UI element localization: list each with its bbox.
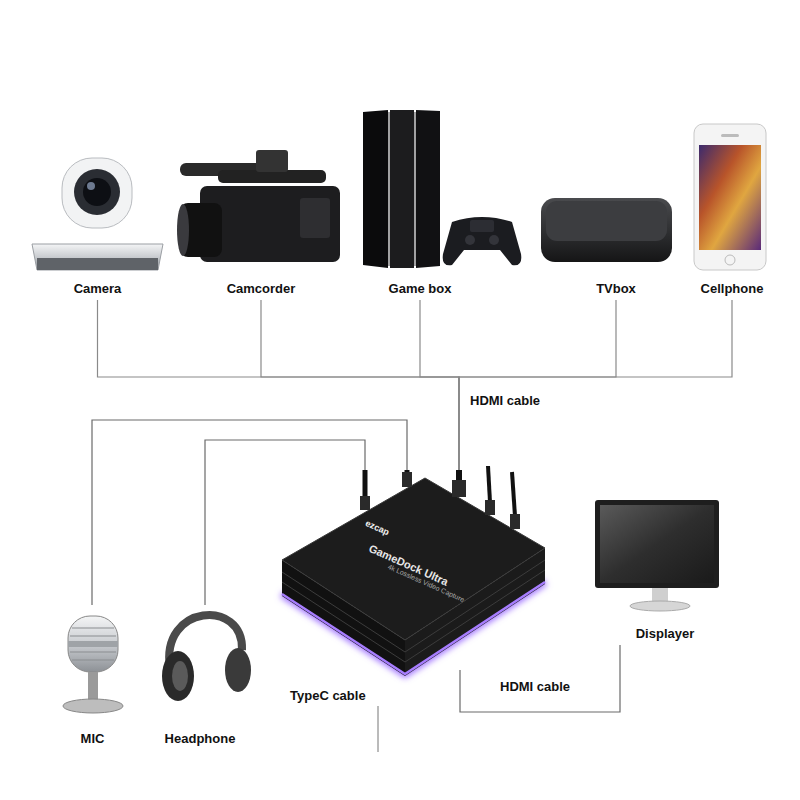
mic-base bbox=[63, 699, 123, 713]
camera-lens bbox=[74, 169, 120, 215]
device-label: Displayer bbox=[636, 626, 695, 641]
mic-band bbox=[68, 641, 118, 647]
plug bbox=[452, 480, 466, 497]
cable-connector bbox=[459, 300, 732, 470]
cable-connector bbox=[460, 645, 620, 712]
device-label-box: Displayer bbox=[600, 495, 730, 645]
cable-label: TypeC cable bbox=[290, 688, 366, 703]
controller-stick bbox=[465, 235, 475, 245]
plug bbox=[402, 472, 412, 487]
headphone-pad bbox=[172, 661, 188, 691]
mic-capsule bbox=[68, 616, 118, 672]
camera-base-front bbox=[37, 258, 158, 270]
device-label: Cellphone bbox=[701, 281, 764, 296]
camera-head bbox=[62, 158, 132, 228]
tv-box bbox=[541, 198, 672, 262]
device-label: MIC bbox=[81, 731, 105, 746]
device-label-box: Camcorder bbox=[176, 150, 346, 300]
device-label: Headphone bbox=[165, 731, 236, 746]
cable-label: HDMI cable bbox=[470, 393, 540, 408]
console-slab bbox=[416, 110, 440, 268]
plug bbox=[360, 496, 370, 510]
tvbox-top bbox=[546, 201, 667, 241]
monitor-neck bbox=[652, 588, 668, 602]
phone-body bbox=[694, 124, 766, 270]
device-label-box: Cellphone bbox=[687, 118, 777, 300]
device-label-box: Game box bbox=[345, 105, 495, 300]
cable-connector bbox=[205, 440, 365, 605]
headphone bbox=[162, 615, 251, 701]
monitor-screen bbox=[600, 505, 714, 583]
mic-grille bbox=[70, 652, 116, 653]
cable-connector bbox=[98, 300, 460, 470]
cable-connector bbox=[459, 300, 616, 470]
plug bbox=[485, 500, 495, 515]
device-label-box: Camera bbox=[25, 150, 170, 300]
controller bbox=[443, 217, 522, 265]
cable-label: HDMI cable bbox=[500, 679, 570, 694]
phone-screen bbox=[699, 145, 761, 250]
product-name: GameDock Ultra bbox=[367, 542, 450, 589]
cellphone bbox=[694, 124, 766, 270]
mic-grille bbox=[70, 636, 116, 637]
camcorder-lens-front bbox=[177, 204, 189, 256]
monitor-base bbox=[630, 601, 690, 611]
cable-connector bbox=[420, 300, 459, 470]
device-label: Camera bbox=[74, 281, 122, 296]
plug bbox=[510, 514, 520, 529]
controller-stick bbox=[489, 235, 499, 245]
mic-stem bbox=[88, 672, 98, 700]
camcorder-panel bbox=[300, 198, 330, 238]
cable-connector bbox=[92, 420, 407, 605]
mic-grille bbox=[72, 628, 114, 629]
phone-button bbox=[725, 255, 735, 265]
headphone-cup bbox=[225, 648, 251, 692]
capture-device bbox=[282, 466, 545, 676]
camera-base bbox=[32, 244, 163, 270]
device-label: Camcorder bbox=[227, 281, 296, 296]
monitor bbox=[595, 500, 719, 611]
cable bbox=[512, 472, 515, 516]
ptz-camera bbox=[32, 158, 163, 270]
monitor-frame bbox=[595, 500, 719, 588]
camcorder-viewfinder bbox=[256, 150, 288, 172]
camera-lens-glass bbox=[83, 178, 111, 206]
capture-box: ezcapGameDock Ultra4k Lossless Video Cap… bbox=[290, 470, 540, 670]
cable-connector bbox=[261, 300, 459, 470]
console-groove bbox=[415, 112, 416, 266]
console-slab bbox=[390, 110, 414, 268]
console-groove bbox=[389, 112, 390, 266]
game-console bbox=[363, 110, 521, 268]
phone-speaker bbox=[721, 134, 739, 137]
cable bbox=[488, 466, 490, 502]
microphone bbox=[63, 616, 123, 713]
headphone-cup bbox=[162, 651, 194, 701]
tvbox-body bbox=[541, 198, 672, 262]
brand-name: ezcap bbox=[364, 518, 391, 538]
device-label: TVbox bbox=[596, 281, 636, 296]
camcorder bbox=[177, 150, 340, 262]
device-label: Game box bbox=[389, 281, 452, 296]
lens-highlight bbox=[87, 182, 95, 190]
device-label-box: MIC bbox=[50, 605, 135, 750]
cable bbox=[363, 470, 368, 500]
mic-grille bbox=[72, 660, 114, 661]
console-slab bbox=[363, 110, 388, 268]
device-label-box: Headphone bbox=[145, 605, 255, 750]
controller-pad bbox=[470, 220, 494, 232]
device-top bbox=[282, 478, 545, 640]
device-label-box: TVbox bbox=[551, 190, 681, 300]
leader-line bbox=[378, 706, 379, 752]
